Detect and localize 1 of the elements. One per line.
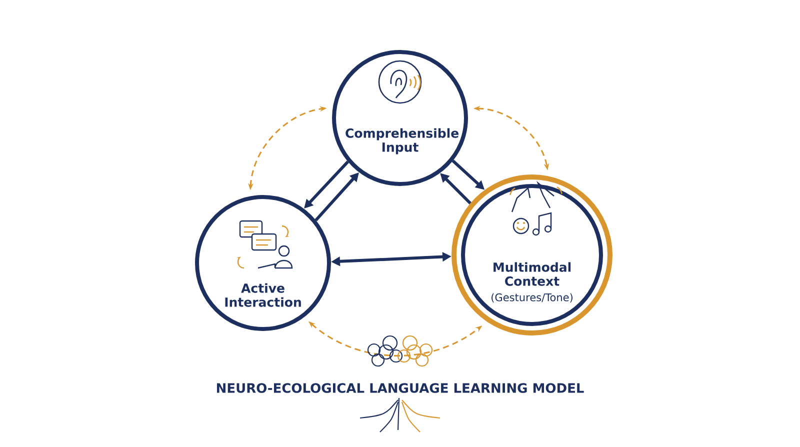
title: NEURO-ECOLOGICAL LANGUAGE LEARNING MODEL (216, 383, 584, 393)
